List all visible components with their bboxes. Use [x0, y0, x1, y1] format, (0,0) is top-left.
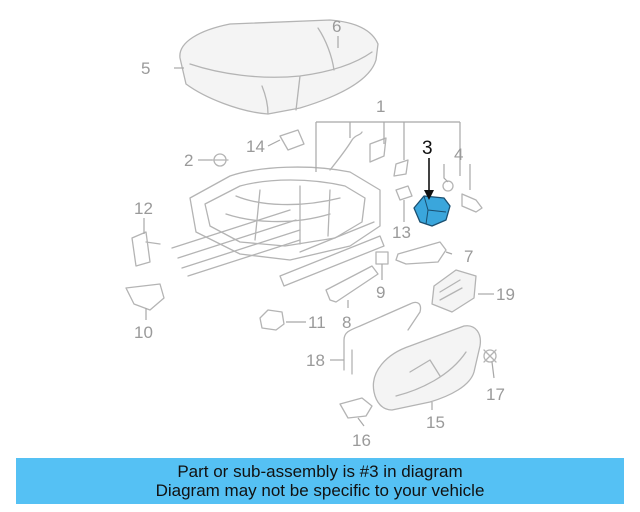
clip-part-17	[483, 349, 497, 363]
leader-lines	[143, 36, 495, 427]
banner-line-1: Part or sub-assembly is #3 in diagram	[177, 462, 463, 481]
callout-7: 7	[464, 247, 473, 266]
cover-part-10	[125, 283, 165, 311]
highlighted-part-3	[413, 195, 451, 227]
bracket-part-12	[131, 231, 161, 267]
callout-3: 3	[422, 138, 433, 159]
side-shield-part-15	[372, 325, 482, 411]
callout-12: 12	[134, 199, 153, 218]
callout-1: 1	[376, 97, 385, 116]
callout-13: 13	[392, 223, 411, 242]
callout-8: 8	[342, 313, 351, 332]
callout-6: 6	[332, 17, 341, 36]
cable-part-18	[343, 301, 422, 375]
switch-part-16	[339, 397, 373, 419]
callout-4: 4	[454, 145, 463, 164]
banner-line-2: Diagram may not be specific to your vehi…	[155, 481, 485, 500]
callout-5: 5	[141, 59, 150, 78]
seat-frame-part	[171, 166, 385, 287]
callout-19: 19	[496, 285, 515, 304]
clip-part-9	[375, 251, 389, 265]
callout-18: 18	[306, 351, 325, 370]
bolts-part	[442, 180, 483, 213]
part-1-components	[329, 131, 413, 201]
callout-9: 9	[376, 283, 385, 302]
bracket-part-7	[395, 241, 447, 265]
callout-17: 17	[486, 385, 505, 404]
callout-11: 11	[308, 313, 326, 332]
clip-part-14	[279, 129, 305, 151]
fastener-part-2	[211, 153, 229, 167]
callout-16: 16	[352, 431, 371, 450]
callout-14: 14	[246, 137, 265, 156]
module-part-19	[431, 269, 477, 313]
parts-diagram: 5 6 1 3 4 14 2 12 13 7 9 19 11 8 10 18 1…	[125, 17, 515, 450]
connector-part-11	[259, 309, 285, 331]
seat-cushion-part	[179, 19, 379, 115]
info-banner: Part or sub-assembly is #3 in diagram Di…	[16, 458, 624, 504]
trim-part-8	[325, 265, 379, 303]
callout-10: 10	[134, 323, 153, 342]
callout-2: 2	[184, 151, 193, 170]
callout-15: 15	[426, 413, 445, 432]
